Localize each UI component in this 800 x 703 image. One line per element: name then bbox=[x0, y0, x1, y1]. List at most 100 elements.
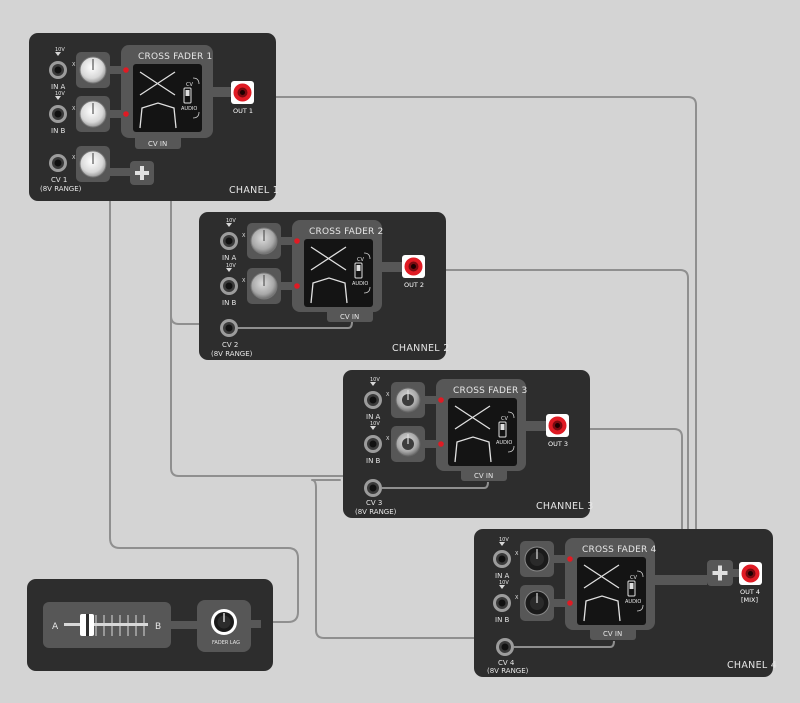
svg-text:FADER LAG: FADER LAG bbox=[212, 640, 240, 646]
channel-4-panel: CHANEL 4 10V IN A X 10V IN B X bbox=[474, 529, 777, 677]
channel-2-name: CHANNEL 2 bbox=[392, 343, 450, 354]
cable-fader-to-cv4 bbox=[311, 479, 506, 639]
channel-4-in-b[interactable]: 10V IN B bbox=[493, 580, 511, 624]
svg-text:OUT 1: OUT 1 bbox=[233, 107, 253, 115]
channel-3-in-b[interactable]: 10V IN B bbox=[364, 421, 382, 465]
svg-text:B: B bbox=[155, 622, 161, 632]
channel-4-out-jack[interactable]: OUT 4 [MIX] bbox=[739, 562, 762, 604]
svg-text:10V: 10V bbox=[370, 377, 380, 383]
svg-text:X: X bbox=[386, 392, 390, 398]
svg-text:(8V RANGE): (8V RANGE) bbox=[487, 667, 529, 675]
channel-2-in-a[interactable]: 10V IN A bbox=[220, 218, 238, 262]
channel-4-fader-title: CROSS FADER 4 bbox=[582, 545, 657, 555]
svg-text:(8V RANGE): (8V RANGE) bbox=[40, 185, 82, 193]
channel-1-in-a[interactable]: 10V IN A bbox=[49, 47, 67, 91]
svg-text:OUT 4: OUT 4 bbox=[740, 588, 760, 596]
svg-text:[MIX]: [MIX] bbox=[741, 596, 758, 604]
channel-1-cv-jack[interactable]: CV 1 (8V RANGE) bbox=[40, 154, 82, 193]
channel-3-panel: CHANNEL 3 10V IN A X 10V IN B X bbox=[343, 370, 594, 518]
channel-3-in-a[interactable]: 10V IN A bbox=[364, 377, 382, 421]
channel-3-fader-title: CROSS FADER 3 bbox=[453, 386, 527, 396]
svg-text:IN B: IN B bbox=[366, 457, 381, 465]
channel-4-knob-b[interactable] bbox=[524, 590, 550, 616]
channel-2-panel: CHANNEL 2 10V IN A X 10V IN B X bbox=[199, 212, 450, 360]
channel-1-fader-title: CROSS FADER 1 bbox=[138, 52, 212, 62]
svg-text:10V: 10V bbox=[226, 263, 236, 269]
svg-text:AUDIO: AUDIO bbox=[352, 281, 368, 287]
channel-2-out-jack[interactable]: OUT 2 bbox=[402, 255, 425, 289]
svg-text:10V: 10V bbox=[55, 47, 65, 53]
fader-handle[interactable] bbox=[80, 614, 94, 636]
channel-2-cv-jack[interactable]: CV 2 (8V RANGE) bbox=[211, 319, 253, 358]
svg-text:X: X bbox=[515, 551, 519, 557]
channel-1-out-jack[interactable]: OUT 1 bbox=[231, 81, 254, 115]
svg-text:(8V RANGE): (8V RANGE) bbox=[211, 350, 253, 358]
channel-3-name: CHANNEL 3 bbox=[536, 501, 594, 512]
channel-1-knob-b[interactable] bbox=[79, 100, 107, 128]
svg-text:CV: CV bbox=[357, 257, 364, 263]
svg-text:10V: 10V bbox=[370, 421, 380, 427]
svg-text:IN B: IN B bbox=[51, 127, 66, 135]
fader-module-panel: A B FADER LAG bbox=[27, 579, 273, 671]
channel-1-cv-sum bbox=[130, 161, 154, 185]
svg-text:A: A bbox=[52, 622, 59, 632]
svg-text:X: X bbox=[515, 595, 519, 601]
channel-3-out-jack[interactable]: OUT 3 bbox=[546, 414, 569, 448]
svg-text:AUDIO: AUDIO bbox=[625, 599, 641, 605]
fader-track[interactable]: A B bbox=[43, 602, 171, 648]
channel-2-fader-title: CROSS FADER 2 bbox=[309, 227, 383, 237]
channel-1-name: CHANEL 1 bbox=[229, 185, 279, 196]
channel-1-knob-a[interactable] bbox=[79, 56, 107, 84]
svg-text:CV IN: CV IN bbox=[148, 140, 167, 148]
svg-text:OUT 2: OUT 2 bbox=[404, 281, 424, 289]
channel-1-crossfader-module: CV IN CROSS FADER 1 CV AUDIO bbox=[121, 45, 231, 149]
channel-3-cv-jack[interactable]: CV 3 (8V RANGE) bbox=[355, 479, 397, 516]
svg-text:CV 1: CV 1 bbox=[51, 176, 67, 184]
channel-2-knob-b[interactable] bbox=[250, 272, 278, 300]
svg-text:X: X bbox=[72, 155, 76, 161]
svg-text:IN A: IN A bbox=[366, 413, 381, 421]
svg-text:AUDIO: AUDIO bbox=[181, 106, 197, 112]
svg-text:CV: CV bbox=[186, 82, 193, 88]
svg-text:X: X bbox=[386, 436, 390, 442]
channel-3-knob-b[interactable] bbox=[395, 431, 421, 457]
svg-text:X: X bbox=[72, 106, 76, 112]
channel-4-cv-jack[interactable]: CV 4 (8V RANGE) bbox=[487, 638, 529, 675]
svg-text:10V: 10V bbox=[55, 91, 65, 97]
channel-2-crossfader-module: CV IN CROSS FADER 2 CV AUDIO bbox=[292, 220, 402, 322]
svg-text:IN B: IN B bbox=[222, 299, 237, 307]
svg-text:10V: 10V bbox=[499, 537, 509, 543]
svg-text:(8V RANGE): (8V RANGE) bbox=[355, 508, 397, 516]
svg-text:IN A: IN A bbox=[495, 572, 510, 580]
channel-4-crossfader-module: CV IN CROSS FADER 4 CV AUDIO bbox=[565, 538, 707, 640]
svg-text:CV: CV bbox=[501, 416, 508, 422]
channel-3-crossfader-module: CV IN CROSS FADER 3 CV AUDIO bbox=[436, 379, 546, 481]
channel-2-knob-a[interactable] bbox=[250, 227, 278, 255]
channel-4-in-a[interactable]: 10V IN A bbox=[493, 537, 511, 580]
svg-text:X: X bbox=[72, 62, 76, 68]
svg-text:CV: CV bbox=[630, 575, 637, 581]
channel-3-knob-a[interactable] bbox=[395, 387, 421, 413]
fader-lag-control[interactable]: FADER LAG bbox=[197, 600, 251, 652]
channel-2-in-b[interactable]: 10V IN B bbox=[220, 263, 238, 307]
svg-text:10V: 10V bbox=[499, 580, 509, 586]
channel-4-name: CHANEL 4 bbox=[727, 660, 777, 671]
svg-text:IN B: IN B bbox=[495, 616, 510, 624]
channel-1-in-b[interactable]: 10V IN B bbox=[49, 91, 67, 135]
svg-text:OUT 3: OUT 3 bbox=[548, 440, 568, 448]
channel-4-knob-a[interactable] bbox=[524, 546, 550, 572]
svg-text:AUDIO: AUDIO bbox=[496, 440, 512, 446]
svg-text:X: X bbox=[242, 278, 246, 284]
svg-text:CV IN: CV IN bbox=[603, 630, 622, 638]
svg-text:CV IN: CV IN bbox=[474, 472, 493, 480]
svg-text:IN A: IN A bbox=[51, 83, 66, 91]
channel-1-panel: CHANEL 1 10V IN A X 10V IN B X bbox=[29, 33, 279, 201]
svg-text:CV 3: CV 3 bbox=[366, 499, 382, 507]
svg-text:CV 4: CV 4 bbox=[498, 659, 515, 667]
svg-text:X: X bbox=[242, 233, 246, 239]
svg-text:IN A: IN A bbox=[222, 254, 237, 262]
channel-1-knob-cv[interactable] bbox=[79, 150, 107, 178]
fader-ticks bbox=[95, 615, 145, 636]
svg-text:CV IN: CV IN bbox=[340, 313, 359, 321]
